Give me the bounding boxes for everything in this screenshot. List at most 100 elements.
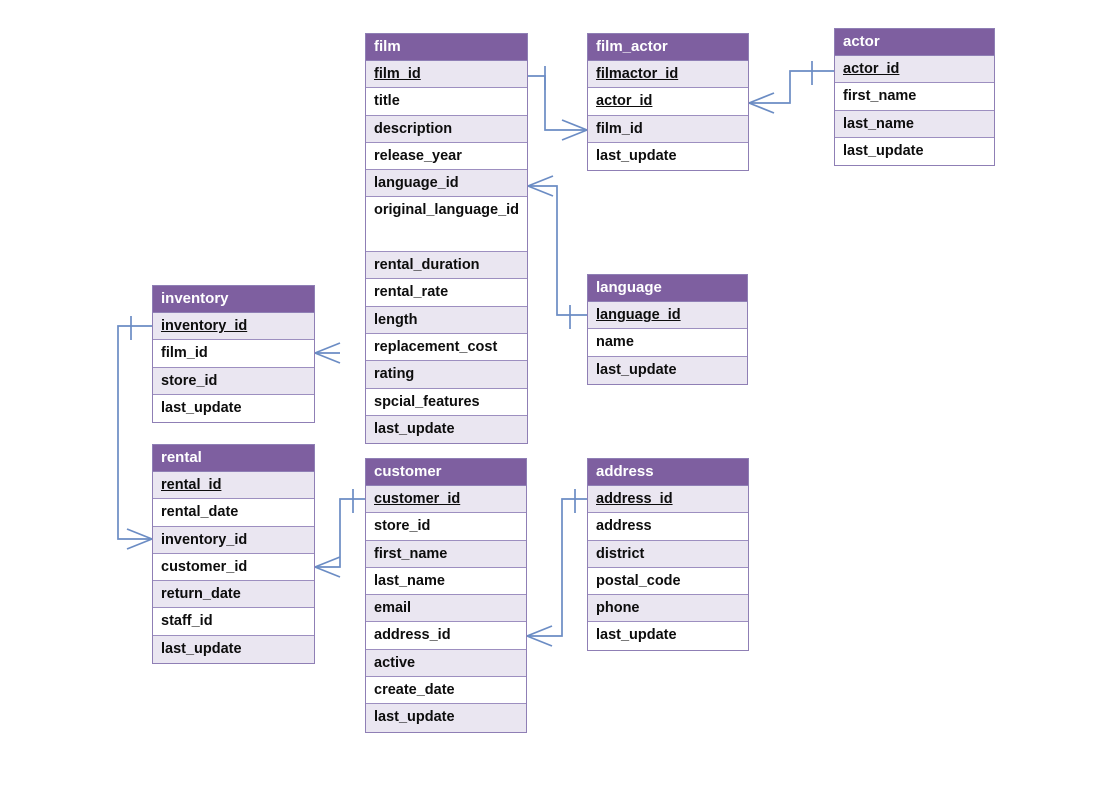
attribute-row[interactable]: district [588, 540, 748, 568]
attribute-label: description [374, 120, 453, 137]
attribute-label: last_update [161, 640, 242, 657]
attribute-label: create_date [374, 682, 455, 699]
attribute-label: language_id [596, 307, 681, 323]
attribute-row[interactable]: film_id [366, 61, 527, 89]
attribute-row[interactable]: actor_id [835, 56, 994, 84]
attribute-label: title [374, 93, 400, 110]
entity-title-actor: actor [835, 29, 994, 56]
attribute-row[interactable]: name [588, 329, 747, 357]
attribute-label: rental_date [161, 504, 239, 521]
attribute-row[interactable]: last_update [588, 356, 747, 384]
entity-title-rental: rental [153, 445, 314, 472]
attribute-row[interactable]: address_id [366, 622, 526, 650]
attribute-label: rental_rate [374, 284, 449, 301]
attribute-row[interactable]: customer_id [153, 553, 314, 582]
attribute-row[interactable]: create_date [366, 677, 526, 705]
attribute-label: last_update [596, 361, 677, 378]
attribute-row[interactable]: address [588, 513, 748, 541]
attribute-row[interactable]: phone [588, 595, 748, 623]
attribute-row[interactable]: film_id [588, 115, 748, 143]
attribute-row[interactable]: title [366, 88, 527, 116]
attribute-label: rating [374, 366, 415, 383]
attribute-label: store_id [161, 372, 218, 389]
attribute-label: last_name [374, 572, 445, 589]
attribute-label: release_year [374, 147, 462, 164]
entity-title-customer: customer [366, 459, 526, 486]
attribute-row[interactable]: rental_rate [366, 279, 527, 307]
attribute-row[interactable]: length [366, 306, 527, 334]
attribute-row[interactable]: release_year [366, 142, 527, 171]
attribute-label: language_id [374, 175, 459, 192]
attribute-label: last_update [161, 399, 242, 416]
relationship-customer-rental [314, 489, 365, 578]
attribute-row[interactable]: language_id [588, 302, 747, 330]
entity-title-inventory: inventory [153, 286, 314, 313]
attribute-label: actor_id [596, 93, 653, 110]
attribute-label: district [596, 545, 645, 562]
attribute-label: email [374, 600, 412, 617]
attribute-row[interactable]: filmactor_id [588, 61, 748, 89]
attribute-row[interactable]: original_language_id [366, 197, 527, 253]
attribute-label: address_id [374, 627, 451, 644]
attribute-row[interactable]: postal_code [588, 567, 748, 596]
attribute-label: film_id [596, 120, 643, 137]
attribute-row[interactable]: store_id [366, 513, 526, 541]
relationship-actor-filmactor [748, 61, 834, 114]
attribute-label: filmactor_id [596, 66, 679, 82]
attribute-row[interactable]: language_id [366, 170, 527, 198]
attribute-label: replacement_cost [374, 338, 498, 355]
attribute-row[interactable]: address_id [588, 486, 748, 514]
attribute-row[interactable]: staff_id [153, 608, 314, 636]
attribute-row[interactable]: rental_date [153, 499, 314, 527]
attribute-row[interactable]: active [366, 649, 526, 678]
attribute-row[interactable]: description [366, 115, 527, 143]
attribute-row[interactable]: last_name [835, 110, 994, 138]
attribute-row[interactable]: return_date [153, 581, 314, 609]
attribute-label: film_id [374, 66, 421, 82]
relationship-film-inventory [314, 342, 341, 364]
attribute-label: postal_code [596, 572, 681, 589]
attribute-label: customer_id [161, 558, 248, 575]
attribute-label: film_id [161, 345, 208, 362]
attribute-row[interactable]: store_id [153, 367, 314, 395]
attribute-label: inventory_id [161, 318, 248, 334]
attribute-label: last_update [374, 420, 455, 437]
attribute-row[interactable]: rental_id [153, 472, 314, 500]
attribute-row[interactable]: first_name [835, 83, 994, 111]
attribute-row[interactable]: last_update [366, 415, 527, 444]
relationship-film-filmactor [528, 66, 588, 141]
attribute-row[interactable]: film_id [153, 340, 314, 368]
attribute-label: last_update [596, 147, 677, 164]
attribute-row[interactable]: first_name [366, 540, 526, 568]
attribute-label: inventory_id [161, 531, 248, 548]
attribute-row[interactable]: email [366, 595, 526, 623]
attribute-row[interactable]: spcial_features [366, 388, 527, 416]
attribute-row[interactable]: last_update [835, 137, 994, 166]
attribute-label: actor_id [843, 61, 900, 77]
attribute-row[interactable]: last_update [588, 622, 748, 650]
attribute-row[interactable]: rating [366, 361, 527, 389]
attribute-row[interactable]: last_update [366, 704, 526, 732]
attribute-row[interactable]: inventory_id [153, 313, 314, 341]
attribute-row[interactable]: last_update [153, 635, 314, 664]
attribute-row[interactable]: actor_id [588, 88, 748, 116]
attribute-label: last_name [843, 115, 914, 132]
attribute-row[interactable]: last_name [366, 567, 526, 596]
attribute-label: spcial_features [374, 393, 480, 410]
attribute-row[interactable]: replacement_cost [366, 333, 527, 362]
attribute-label: last_update [374, 709, 455, 726]
attribute-row[interactable]: rental_duration [366, 252, 527, 280]
attribute-row[interactable]: customer_id [366, 486, 526, 514]
attribute-row[interactable]: last_update [588, 142, 748, 171]
attribute-row[interactable]: last_update [153, 394, 314, 423]
attribute-row[interactable]: inventory_id [153, 526, 314, 554]
entity-actor[interactable]: actor actor_id first_name last_name last_upd… [834, 28, 995, 167]
attribute-label: store_id [374, 518, 431, 535]
